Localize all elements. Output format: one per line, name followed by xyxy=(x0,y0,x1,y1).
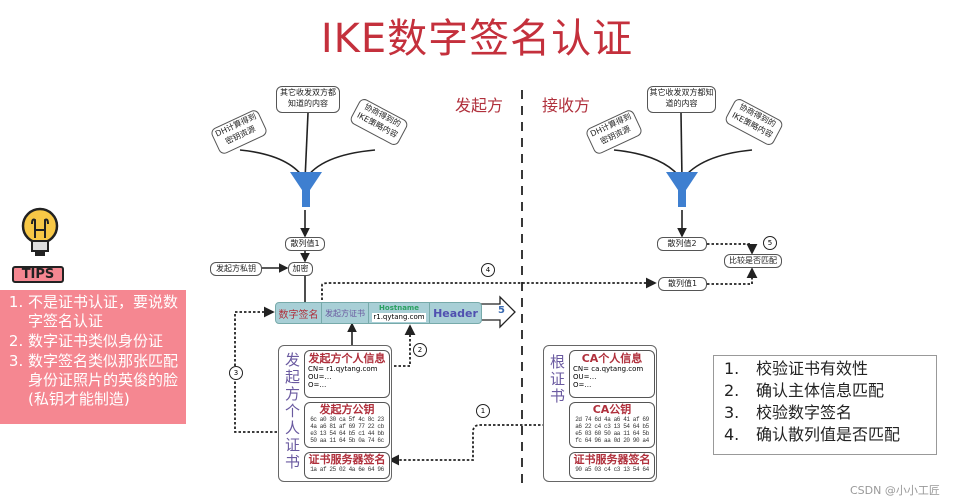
step-item: 3.校验数字签名 xyxy=(724,403,853,422)
cert-title: 发起方个人证书 xyxy=(283,352,301,471)
hash2-box: 散列值2 xyxy=(657,237,707,251)
watermark: CSDN @小小工匠 xyxy=(850,484,940,497)
step-item: 2.确认主体信息匹配 xyxy=(724,381,885,400)
tips-box: 不是证书认证，要说数字签名认证 数字证书类似身份证 数字签名类似那张匹配身份证照… xyxy=(0,290,186,424)
hash1-box: 散列值1 xyxy=(285,237,325,251)
tip-item: 不是证书认证，要说数字签名认证 xyxy=(28,293,180,331)
tips-badge: TIPS xyxy=(12,266,64,283)
verification-steps: 1.校验证书有效性 2.确认主体信息匹配 3.校验数字签名 4.确认散列值是否匹… xyxy=(713,355,937,455)
step-marker-1: 1 xyxy=(476,404,490,418)
step-5-arrow-label: 5 xyxy=(498,305,505,316)
packet-header: Header xyxy=(433,306,478,320)
tip-item: 数字证书类似身份证 xyxy=(28,332,180,351)
step-item: 4.确认散列值是否匹配 xyxy=(724,425,901,444)
lightbulb-icon xyxy=(21,207,59,256)
common-content-box: 其它收发双方都知道的内容 xyxy=(647,86,716,113)
hash1-received-box: 散列值1 xyxy=(658,277,707,291)
funnel-icon xyxy=(666,172,698,207)
tip-item: 数字签名类似那张匹配身份证照片的英俊的脸(私钥才能制造) xyxy=(28,352,180,409)
receiver-label: 接收方 xyxy=(542,96,591,115)
step-marker-5: 5 xyxy=(763,236,777,250)
private-key-box: 发起方私钥 xyxy=(210,262,262,276)
step-marker-3: 3 xyxy=(229,366,243,380)
encrypt-box: 加密 xyxy=(288,262,313,276)
common-content-box: 其它收发双方都知道的内容 xyxy=(276,86,340,113)
step-item: 1.校验证书有效性 xyxy=(724,359,869,378)
step-marker-4: 4 xyxy=(481,263,495,277)
page-title: IKE数字签名认证 xyxy=(320,16,634,62)
funnel-icon xyxy=(290,172,322,207)
sender-label: 发起方 xyxy=(455,96,504,115)
packet-signature: 数字签名 xyxy=(276,303,322,323)
compare-box: 比较是否匹配 xyxy=(724,254,782,268)
packet-cert: 发起方证书 xyxy=(322,303,369,323)
cert-title: 根证书 xyxy=(548,354,566,405)
step-marker-2: 2 xyxy=(413,343,427,357)
